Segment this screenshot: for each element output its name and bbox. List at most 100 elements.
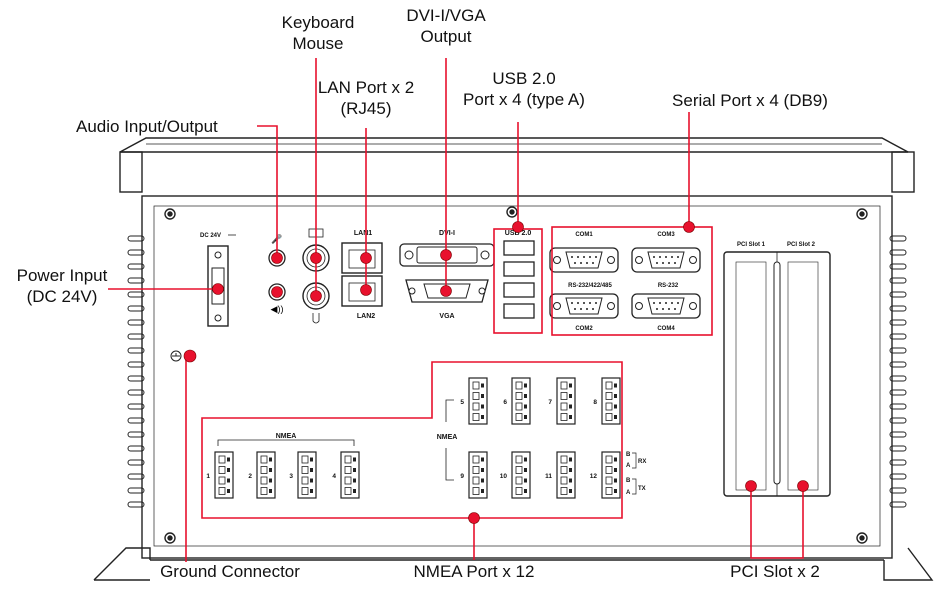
ground-dot [183,349,197,363]
vent-slot-left [127,501,145,508]
power-input-label: Power Input [16,266,108,285]
lan-callout: LAN Port x 2 (RJ45) [306,77,426,119]
serial-dot [683,221,695,233]
keyboard-mouse-callout: Keyboard Mouse [258,12,378,54]
b-label: B [626,452,631,458]
vent-slot-right [889,501,907,508]
usb-dot [512,221,524,233]
nmea-port-number: 3 [289,473,293,480]
com3-label: COM3 [657,232,675,238]
nmea-terminal-block: 2 [248,451,276,499]
mouse-label: Mouse [292,34,344,53]
nmea-port-number: 2 [248,473,252,480]
power-callout: Power Input (DC 24V) [6,265,118,307]
pci2-label: PCI Slot 2 [787,242,816,248]
nmea-terminal-block: 11 [545,451,576,499]
vent-slot-right [889,487,907,494]
nmea-terminal-block: 10 [500,451,531,499]
db9-connector [549,293,619,319]
nmea-right-label: NMEA [437,434,458,441]
vent-slot-left [127,403,145,410]
ps2-dot-2 [310,290,322,302]
vent-slot-left [127,277,145,284]
usb-port-label: Port x 4 (type A) [463,90,585,109]
callout-dots [183,221,809,524]
usb-title-label: USB 2.0 [492,69,556,88]
nmea-callout: NMEA Port x 12 [413,562,535,581]
pci-dot-1 [745,480,757,492]
vent-slot-right [889,473,907,480]
nmea-terminal-block: 6 [503,377,531,425]
lan1-label: LAN1 [354,230,372,237]
audio-leader [257,125,278,258]
audio-callout: Audio Input/Output [76,117,218,136]
vent-slot-right [889,361,907,368]
nmea-left-label: NMEA [276,433,297,440]
vent-slot-right [889,277,907,284]
vent-slot-left [127,459,145,466]
nmea-port-number: 4 [332,473,336,480]
vent-slot-left [127,235,145,242]
rs232-label: RS-232 [658,283,679,289]
output-label: Output [420,27,472,46]
vga-label: VGA [439,313,454,320]
nmea-port-number: 1 [206,473,210,480]
ground-connector [170,350,182,362]
dvi-vga-callout: DVI-I/VGA Output [386,5,506,47]
db9-connector [631,247,701,273]
b2-label: B [626,478,631,484]
lan-dot-1 [360,252,372,264]
nmea-highlight-box [201,361,623,519]
nmea-terminal-block: 12 [590,451,621,499]
svg-text:◀)): ◀)) [271,304,284,314]
vent-slot-left [127,445,145,452]
nmea-terminal-block: 4 [332,451,360,499]
com2-label: COM2 [575,326,593,332]
nmea-port-number: 6 [503,399,507,406]
audio-dot-1 [271,252,283,264]
ps2-dot-1 [310,252,322,264]
nmea-area: NMEA NMEA B A RX B A TX [217,399,646,496]
vent-slot-right [889,445,907,452]
pci-slots: PCI Slot 1 PCI Slot 2 [723,242,831,497]
lan-port-label: LAN Port x 2 [317,78,415,97]
vent-slot-right [889,403,907,410]
dc24v-label: DC 24V [200,233,221,239]
lan-dot-2 [360,284,372,296]
power-dot [212,283,224,295]
nmea-port-number: 5 [460,399,464,406]
rx-label: RX [638,459,646,465]
vent-slot-right [889,235,907,242]
vent-slot-left [127,319,145,326]
audio-dot-2 [271,286,283,298]
nmea-terminal-block: 7 [548,377,576,425]
pci-leader [750,486,804,559]
nmea-port-number: 7 [548,399,552,406]
vent-slot-right [889,431,907,438]
vent-slot-left [127,487,145,494]
vent-slots [127,235,907,508]
db9-connector [549,247,619,273]
vent-slot-right [889,263,907,270]
serial-ports: COM1 COM3 RS-232/422/485 RS-232 COM2 COM… [568,232,679,332]
dc24v-callout-label: (DC 24V) [26,287,98,306]
vent-slot-left [127,291,145,298]
vent-slot-right [889,389,907,396]
nmea-terminal-block: 3 [289,451,317,499]
ground-callout: Ground Connector [160,562,300,581]
rj45-label: (RJ45) [340,99,392,118]
vent-slot-left [127,361,145,368]
highlight-boxes [201,226,713,519]
vent-slot-right [889,291,907,298]
a-label: A [626,463,631,469]
vent-slot-right [889,249,907,256]
vent-slot-left [127,417,145,424]
vent-slot-right [889,417,907,424]
pci-dot-2 [797,480,809,492]
nmea-dot [468,512,480,524]
keyboard-label: Keyboard [281,13,355,32]
vent-slot-left [127,333,145,340]
